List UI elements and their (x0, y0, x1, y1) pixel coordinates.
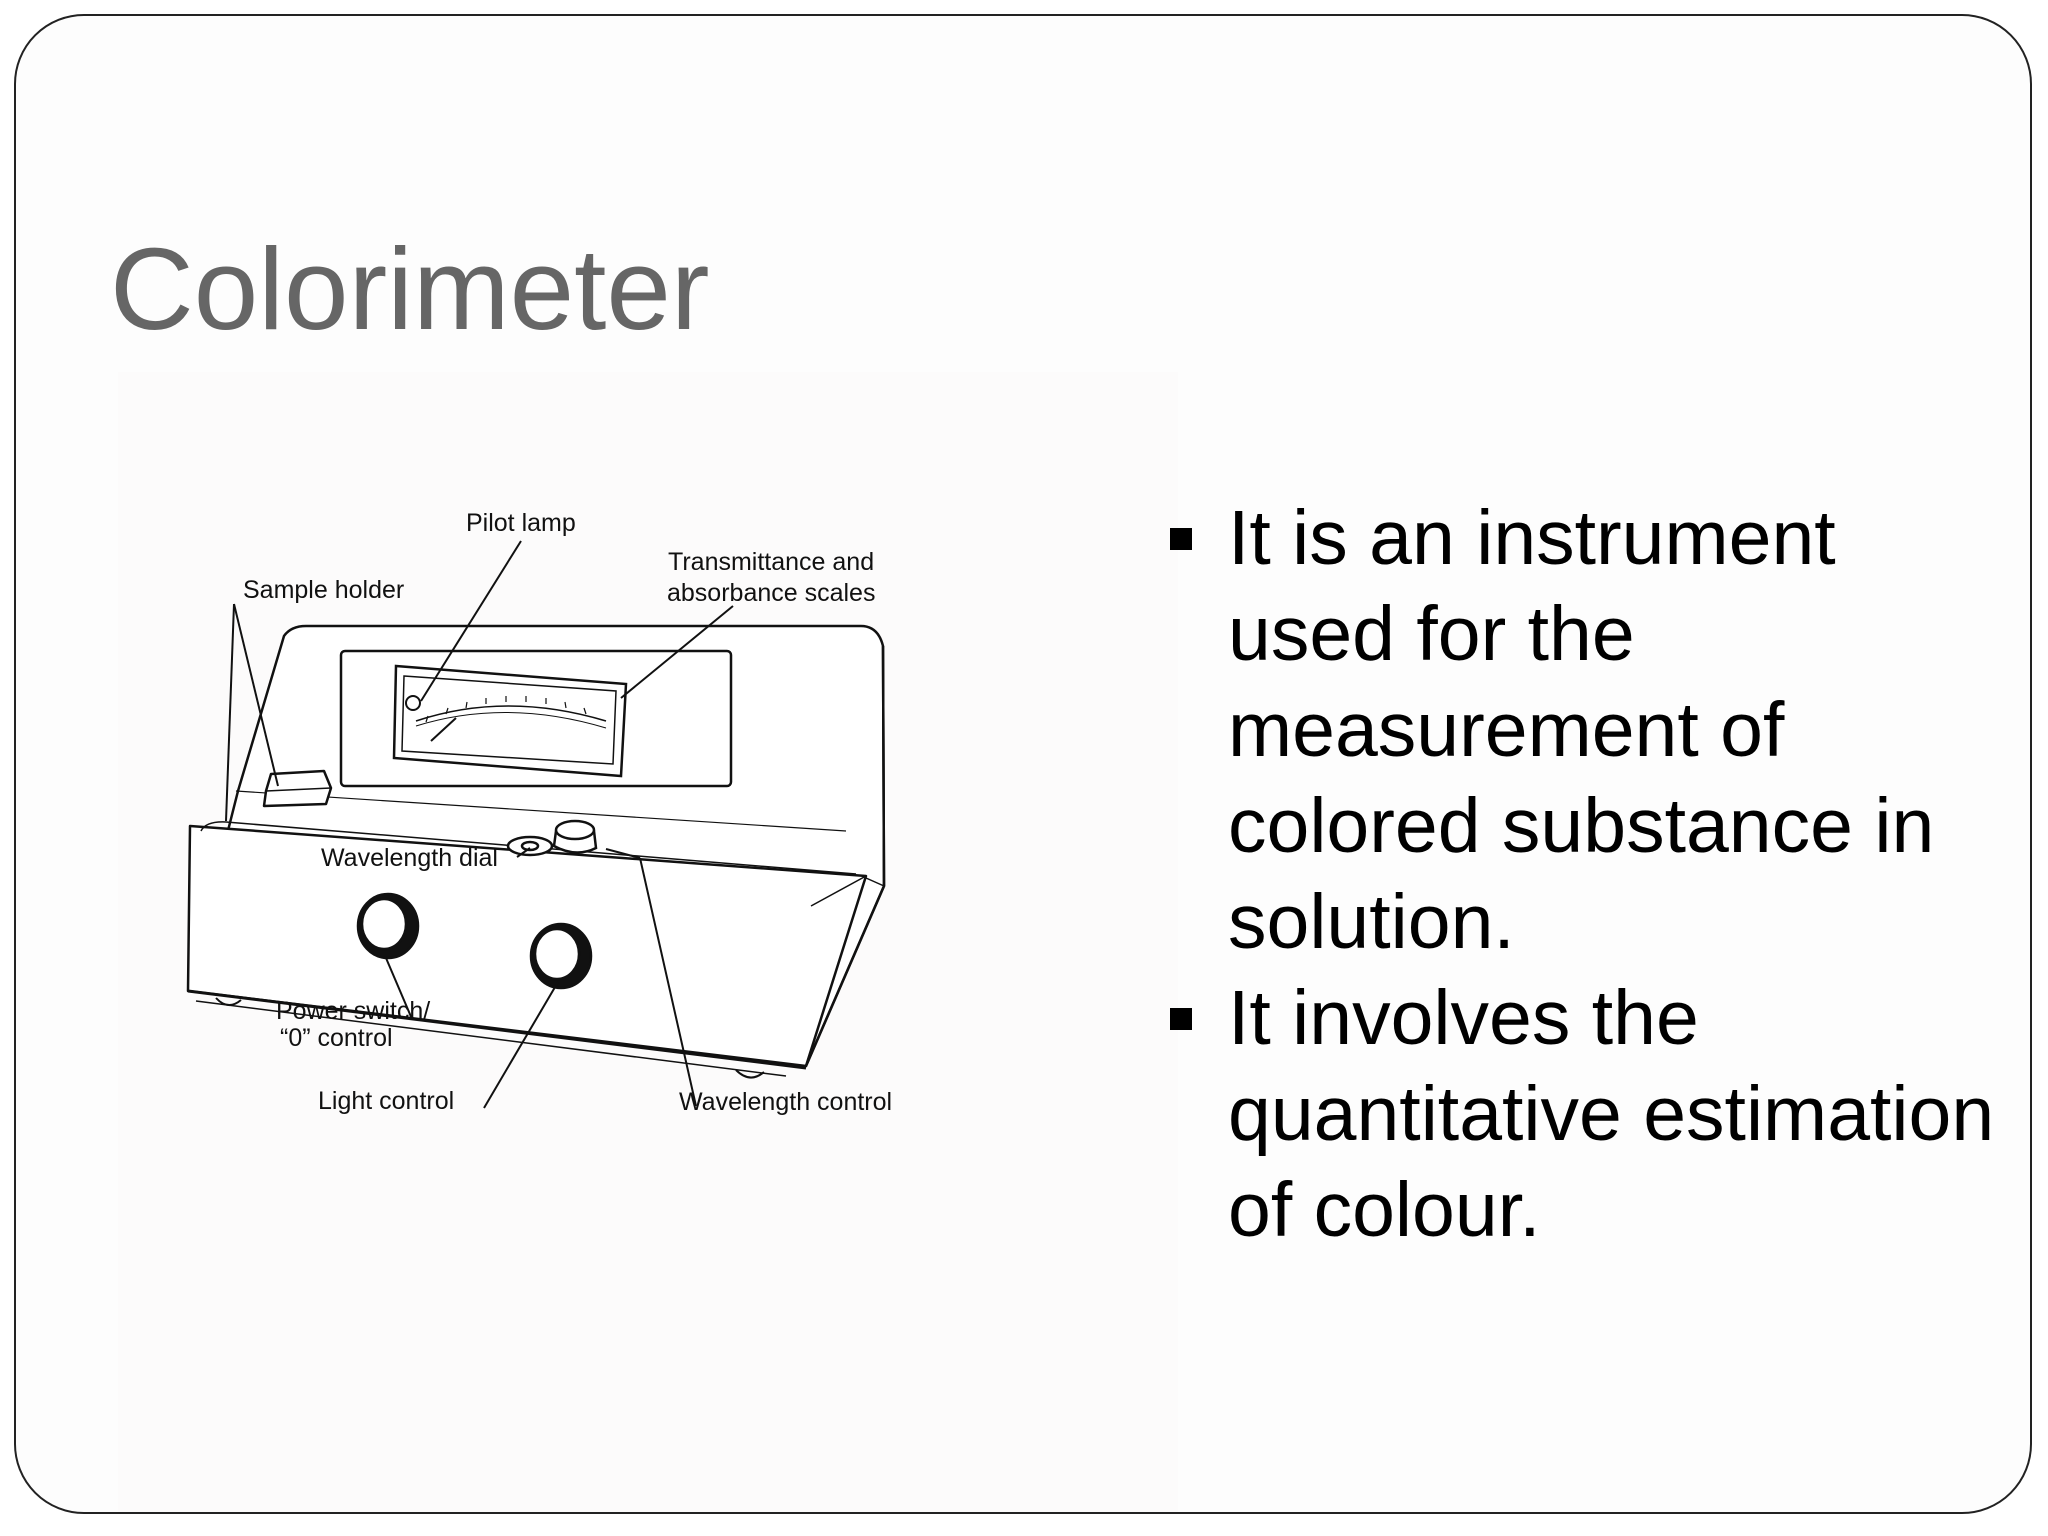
slide-title: Colorimeter (110, 224, 710, 354)
bullet-item: It involves the quantitative estimation … (1166, 970, 2006, 1258)
label-pilot-lamp: Pilot lamp (466, 509, 576, 537)
display-window (339, 649, 733, 788)
slide: Colorimeter (14, 14, 2032, 1514)
label-power-switch-line1: Power switch/ (276, 997, 430, 1025)
power-switch-knob (356, 892, 420, 960)
square-bullet-icon (1170, 528, 1192, 550)
pilot-lamp-icon (405, 695, 421, 711)
scale-ticks (425, 696, 587, 723)
sample-holder (262, 769, 333, 808)
bullet-item: It is an instrument used for the measure… (1166, 490, 2006, 970)
wavelength-dial (506, 819, 598, 857)
label-sample-holder: Sample holder (243, 576, 404, 604)
bullet-text: It involves the quantitative estimation … (1228, 975, 1995, 1253)
bullet-text: It is an instrument used for the measure… (1228, 495, 1935, 965)
label-scales-line1: Transmittance and (668, 548, 874, 576)
light-control-knob (529, 922, 593, 990)
label-wavelength-dial: Wavelength dial (321, 844, 498, 872)
label-wavelength-control: Wavelength control (679, 1088, 892, 1116)
label-power-switch-line2: “0” control (280, 1024, 393, 1052)
instrument-feet (215, 997, 765, 1079)
bullet-list: It is an instrument used for the measure… (1166, 490, 2006, 1258)
square-bullet-icon (1170, 1008, 1192, 1030)
label-leaders (225, 540, 734, 1109)
colorimeter-illustration: Pilot lamp Sample holder Transmittance a… (186, 509, 892, 1116)
label-scales-line2: absorbance scales (667, 579, 875, 607)
label-light-control: Light control (318, 1087, 454, 1115)
